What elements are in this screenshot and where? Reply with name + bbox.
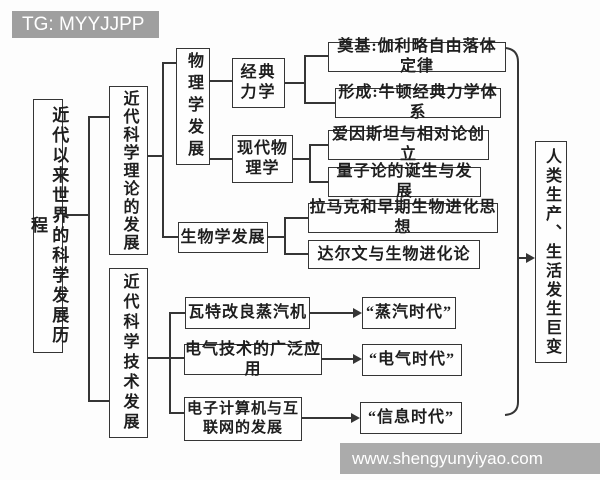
arrow-line (518, 257, 528, 259)
electric-era-box: “电气时代” (362, 344, 462, 376)
modern-physics-box: 现代物理学 (232, 135, 293, 183)
connector-line (268, 236, 286, 238)
physics-box: 物理学发展 (176, 48, 210, 165)
arrow-head-icon (353, 354, 362, 364)
connector-line (293, 158, 311, 160)
quantum-leaf-box: 量子论的诞生与发展 (328, 163, 481, 200)
connector-line (309, 144, 311, 183)
tg-watermark-label: TG: MYYJJPP (12, 11, 159, 38)
darwin-leaf-box: 达尔文与生物进化论 (308, 240, 480, 269)
connector-line (88, 400, 109, 402)
connector-line (284, 217, 286, 255)
watermark-text: www.shengyunyiyao.com (352, 448, 543, 468)
galileo-leaf-box: 奠基:伽利略自由落体定律 (328, 38, 506, 75)
connector-line (285, 82, 306, 84)
connector-line (284, 217, 308, 219)
connector-line (304, 55, 306, 104)
outcome-box: 人类生产、生活发生巨变 (535, 141, 567, 363)
newton-leaf-box: 形成:牛顿经典力学体系 (335, 84, 501, 121)
lamarck-leaf-box: 拉马克和早期生物进化思想 (308, 199, 498, 236)
steam-engine-box: 瓦特改良蒸汽机 (185, 297, 310, 329)
connector-line (169, 312, 171, 414)
connector-line (162, 236, 178, 238)
theory-branch-box: 近代科学理论的发展 (109, 86, 148, 255)
connector-line (210, 158, 232, 160)
classical-mechanics-box: 经典力学 (232, 58, 285, 108)
biology-box: 生物学发展 (178, 222, 268, 253)
connector-line (148, 357, 171, 359)
connector-line (309, 181, 328, 183)
information-era-box: “信息时代” (360, 402, 462, 434)
connector-line (63, 214, 88, 216)
connector-line (88, 116, 90, 402)
connector-line (169, 357, 184, 359)
steam-era-box: “蒸汽时代” (362, 297, 456, 329)
connector-line (88, 116, 109, 118)
arrow-line (322, 358, 354, 360)
connector-line (284, 253, 308, 255)
arrow-head-icon (351, 413, 360, 423)
outcome-bracket (504, 47, 519, 416)
arrow-head-icon (526, 253, 535, 263)
connector-line (304, 102, 335, 104)
root-box: 近代以来世界的科学发展历程 (28, 99, 68, 353)
arrow-line (310, 312, 354, 314)
electric-tech-box: 电气技术的广泛应用 (184, 340, 322, 378)
connector-line (162, 62, 176, 64)
connector-line (309, 144, 328, 146)
connector-line (304, 55, 328, 57)
computer-box: 电子计算机与互联网的发展 (184, 397, 302, 441)
connector-line (148, 155, 164, 157)
arrow-line (302, 417, 352, 419)
einstein-leaf-box: 爱因斯坦与相对论创立 (328, 126, 489, 163)
connector-line (162, 62, 164, 238)
technology-branch-box: 近代科学技术发展 (109, 268, 148, 438)
watermark-bar: www.shengyunyiyao.com (340, 443, 600, 474)
connector-line (210, 80, 232, 82)
arrow-head-icon (353, 308, 362, 318)
connector-line (169, 312, 185, 314)
connector-line (169, 412, 184, 414)
